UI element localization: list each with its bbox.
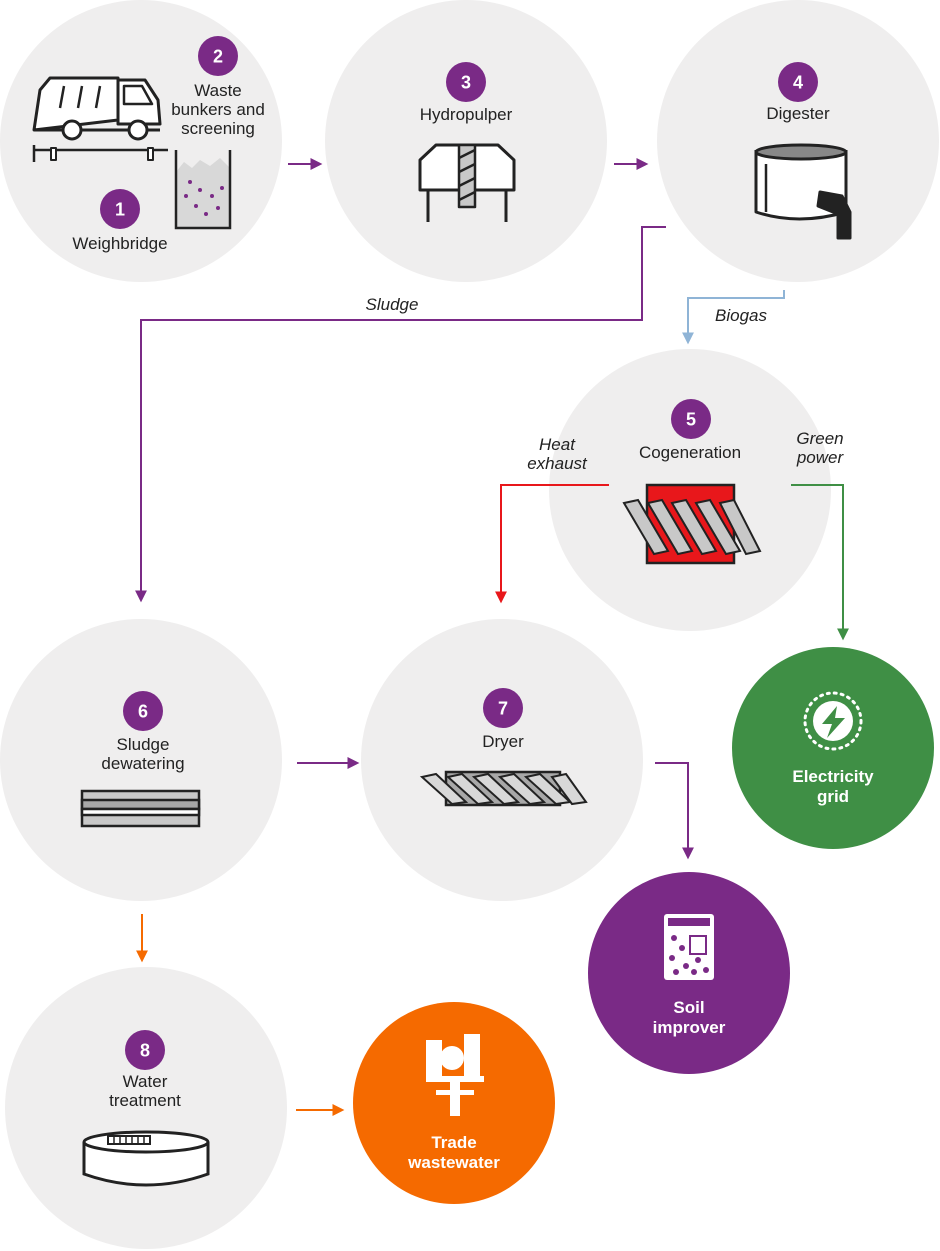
step-label-weighbridge: Weighbridge (72, 234, 167, 253)
output-label-electricity-line-1: Electricity (792, 767, 874, 786)
garbage-truck-icon (32, 76, 168, 162)
step-label-dryer: Dryer (482, 732, 524, 751)
step-circle-sludge-dewatering (0, 619, 282, 901)
step-badge-1: 1 (100, 189, 140, 229)
output-label-soil-line-2: improver (653, 1018, 726, 1037)
lightning-bolt-icon (803, 691, 863, 751)
step-label-dewatering-line-2: dewatering (101, 754, 184, 773)
flow-label-heat-line-1: Heat (539, 435, 576, 454)
step-label-cogeneration: Cogeneration (639, 443, 741, 462)
flow-label-green-line-1: Green (796, 429, 843, 448)
svg-text:4: 4 (793, 73, 803, 93)
water-tank-icon (82, 1130, 210, 1187)
dewatering-press-icon (80, 789, 201, 828)
arrow-sludge (135, 226, 666, 603)
step-label-digester: Digester (766, 104, 830, 123)
step-label-hydropulper: Hydropulper (420, 105, 513, 124)
svg-text:8: 8 (140, 1041, 150, 1061)
arrow-biogas (682, 290, 785, 345)
svg-text:2: 2 (213, 47, 223, 67)
waste-bunker-icon (174, 150, 232, 230)
output-label-trade-line-1: Trade (431, 1133, 476, 1152)
step-badge-7: 7 (483, 688, 523, 728)
step-label-water-line-1: Water (123, 1072, 168, 1091)
step-circle-digester (657, 0, 939, 282)
step-label-waste-line-3: screening (181, 119, 255, 138)
svg-text:5: 5 (686, 410, 696, 430)
step-badge-3: 3 (446, 62, 486, 102)
step-circle-hydropulper (325, 0, 607, 282)
svg-text:1: 1 (115, 200, 125, 220)
output-label-electricity-line-2: grid (817, 787, 849, 806)
factory-icon (426, 1034, 484, 1116)
arrow-dryer-to-soil (655, 762, 694, 860)
step-label-dewatering-line-1: Sludge (117, 735, 170, 754)
output-label-trade-line-2: wastewater (407, 1153, 500, 1172)
svg-text:3: 3 (461, 73, 471, 93)
step-badge-4: 4 (778, 62, 818, 102)
step-label-waste-line-2: bunkers and (171, 100, 265, 119)
step-circle-dryer (361, 619, 643, 901)
arrow-heat-exhaust (495, 484, 609, 604)
cogeneration-unit-icon (622, 483, 762, 565)
step-badge-8: 8 (125, 1030, 165, 1070)
dryer-screw-icon (419, 770, 588, 807)
step-badge-6: 6 (123, 691, 163, 731)
flow-label-green-line-2: power (796, 448, 845, 467)
svg-text:7: 7 (498, 699, 508, 719)
step-label-waste-line-1: Waste (194, 81, 242, 100)
step-badge-2: 2 (198, 36, 238, 76)
svg-text:6: 6 (138, 702, 148, 722)
flow-label-heat-line-2: exhaust (527, 454, 588, 473)
step-circle-water-treatment (5, 967, 287, 1249)
step-badge-5: 5 (671, 399, 711, 439)
digester-tank-icon (754, 143, 852, 240)
step-label-water-line-2: treatment (109, 1091, 181, 1110)
soil-bag-icon (664, 914, 714, 980)
output-label-soil-line-1: Soil (673, 998, 704, 1017)
flow-label-biogas: Biogas (715, 306, 767, 325)
flow-label-sludge: Sludge (366, 295, 419, 314)
hydropulper-icon (418, 143, 516, 222)
arrow-green-power (791, 484, 849, 641)
